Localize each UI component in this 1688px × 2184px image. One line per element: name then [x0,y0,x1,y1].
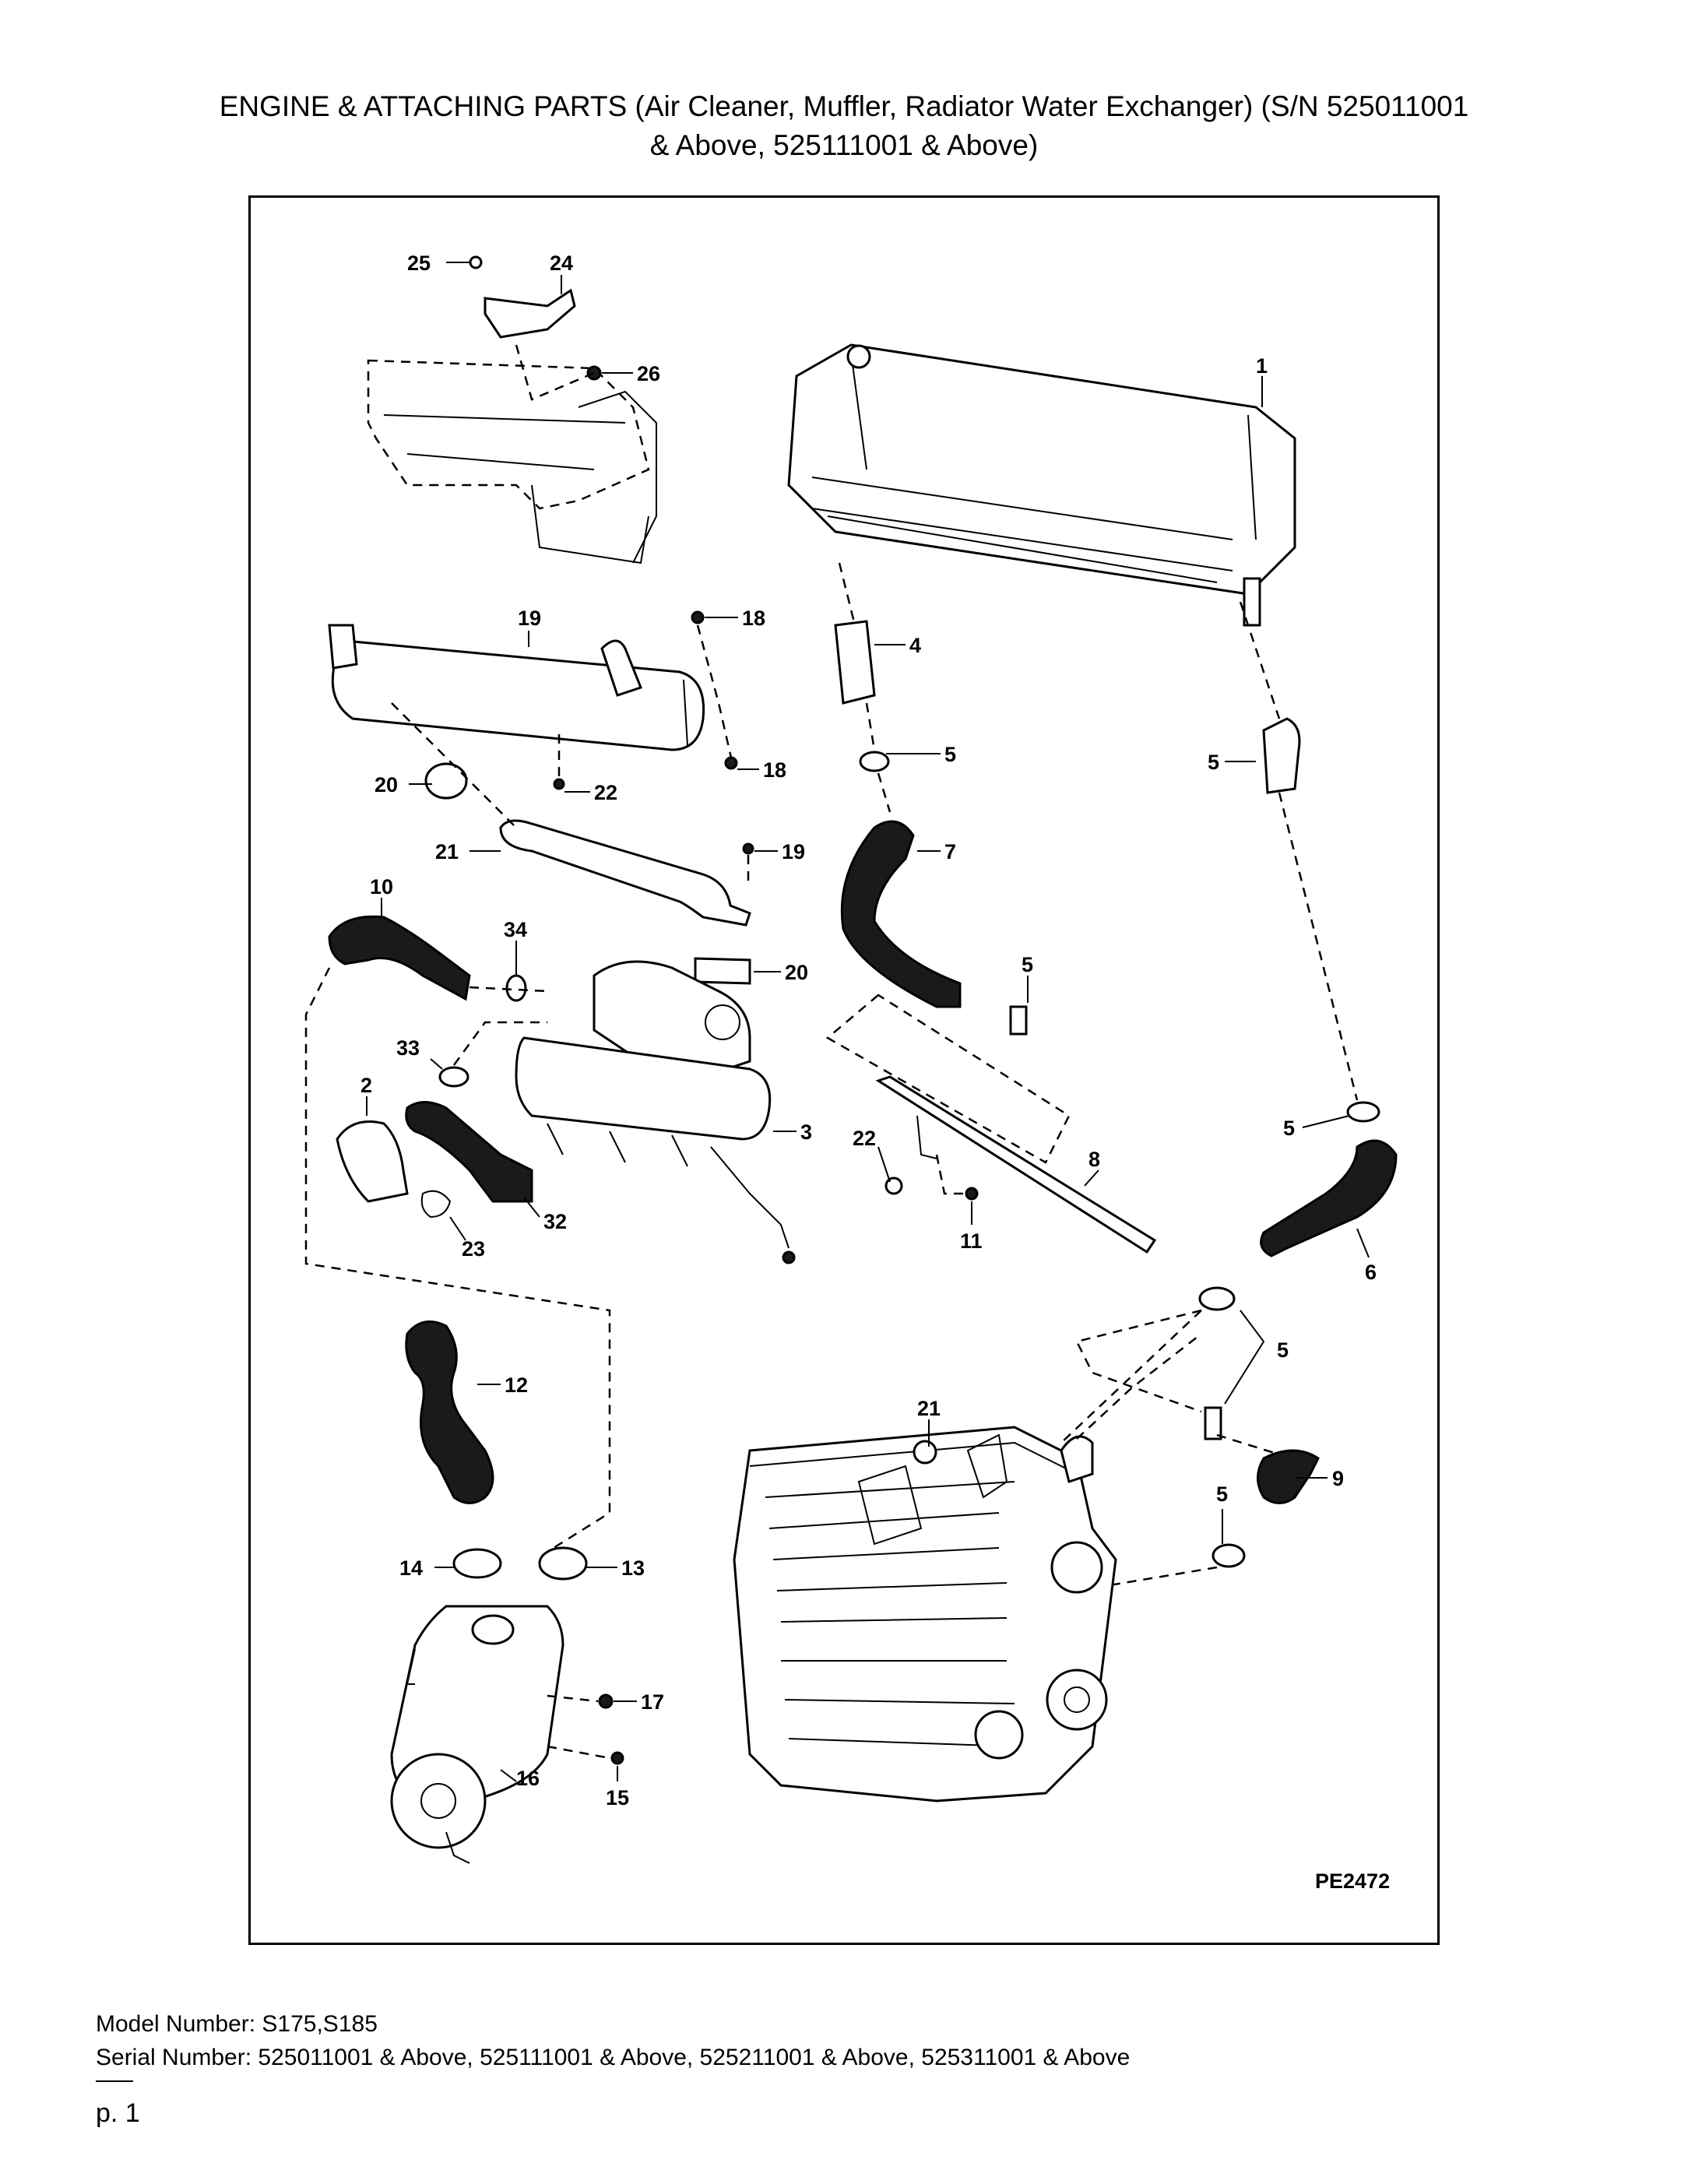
model-number: Model Number: S175,S185 [96,2011,378,2037]
callout-32: 32 [543,1210,567,1233]
callout-16: 16 [516,1767,540,1790]
air-cleaner-part-16 [390,1605,564,1864]
footer-divider [96,2080,133,2082]
callout-5-bottom: 5 [1216,1482,1228,1506]
callout-33: 33 [396,1036,420,1060]
page-title-line-2: & Above, 525111001 & Above) [649,129,1039,161]
gasket-part-25 [694,957,751,985]
callout-28: 23 [462,1237,485,1261]
bolt-part-15 [610,1751,624,1765]
callout-5-middle: 5 [1022,953,1033,976]
engine-part-26 [733,1426,1117,1802]
parts-diagram: 25 24 26 1 19 18 4 5 5 20 22 18 21 19 7 … [248,195,1440,1945]
callout-11: 11 [960,1229,983,1253]
callout-20: 20 [375,773,398,797]
callout-2: 2 [360,1074,372,1097]
callout-3: 3 [800,1120,812,1144]
callout-14: 14 [399,1556,423,1580]
clamp-part-5f [1204,1406,1222,1440]
callout-8: 8 [1088,1148,1100,1171]
callout-5-lower-right: 5 [1277,1338,1289,1362]
clamp-part-14 [452,1548,502,1579]
callout-24: 19 [782,840,805,863]
radiator-part-1 [787,343,1296,627]
fitting-part-27 [884,1176,903,1195]
callout-1: 1 [1256,354,1268,378]
elbow-part-2 [336,1120,409,1203]
clamp-part-28 [420,1190,452,1219]
hose-part-32 [405,1101,533,1203]
hose-part-4 [834,620,876,705]
callout-30: 25 [407,251,431,275]
clamp-part-5d [1346,1101,1380,1123]
hose-part-6 [1260,1139,1398,1257]
callout-10: 10 [370,875,393,899]
callout-7: 7 [944,840,956,863]
callout-17: 17 [641,1690,664,1714]
callout-9: 9 [1332,1467,1344,1490]
hose-part-7 [840,820,962,1008]
clamp-part-5e [1198,1286,1236,1311]
bolt-part-22 [553,778,565,790]
callout-19: 19 [518,607,541,630]
exhaust-pipe-part-21 [499,819,751,927]
callout-27: 22 [853,1127,876,1150]
hose-part-5c [1262,717,1301,794]
page-title-line-1: ENGINE & ATTACHING PARTS (Air Cleaner, M… [219,90,1469,122]
footer: Model Number: S175,S185 Serial Number: 5… [96,2007,1130,2074]
callout-5-right-middle: 5 [1283,1117,1295,1140]
page-number: p. 1 [96,2098,140,2128]
clamp-part-5g [1211,1543,1246,1568]
clamp-part-13 [538,1546,588,1581]
callout-12: 12 [505,1373,528,1397]
drawing-code: PE2472 [1315,1869,1390,1893]
callout-26: 21 [917,1397,941,1420]
page-title: ENGINE & ATTACHING PARTS (Air Cleaner, M… [78,87,1610,165]
muffler-bracket-part-29 [469,255,576,339]
callout-22: 22 [594,781,617,804]
callout-6: 6 [1365,1261,1377,1284]
nut-part-31 [586,365,602,381]
callout-23: 18 [763,758,786,782]
hose-part-12 [405,1320,494,1504]
callout-34: 34 [504,918,527,941]
callout-31: 26 [637,362,660,385]
clamp-part-33 [438,1066,469,1088]
clamp-part-34 [505,974,527,1002]
callout-labels: 25 24 26 1 19 18 4 5 5 20 22 18 21 19 7 … [360,251,1390,1893]
callout-5-upper-right: 5 [1208,751,1219,774]
shroud-outline [367,359,657,564]
serial-number: Serial Number: 525011001 & Above, 525111… [96,2045,1131,2070]
clamp-part-5a [859,751,890,772]
callout-29: 24 [550,251,573,275]
nut-part-23 [724,756,738,770]
water-pipe-part-8 [875,1075,1157,1254]
exploded-view-drawing: 25 24 26 1 19 18 4 5 5 20 22 18 21 19 7 … [304,251,1398,1893]
callout-18: 18 [742,607,765,630]
bolt-part-24 [742,842,754,855]
bolt-part-11 [965,1187,979,1201]
bolt-part-17 [598,1693,614,1709]
clamp-part-5b [1009,1005,1028,1036]
clamp-part-20 [424,762,468,800]
callout-4: 4 [909,634,921,657]
muffler-part-19 [328,624,705,751]
callout-15: 15 [606,1786,629,1809]
callout-13: 13 [621,1556,645,1580]
callout-5-upper-left: 5 [944,743,956,766]
callout-25: 20 [785,961,808,984]
hose-part-10 [328,915,471,1001]
turbo-manifold-part-3 [515,960,796,1264]
hose-part-9 [1257,1449,1320,1504]
callout-21: 21 [435,840,459,863]
leader-lines [366,262,1370,1782]
bolt-part-18 [691,610,705,624]
